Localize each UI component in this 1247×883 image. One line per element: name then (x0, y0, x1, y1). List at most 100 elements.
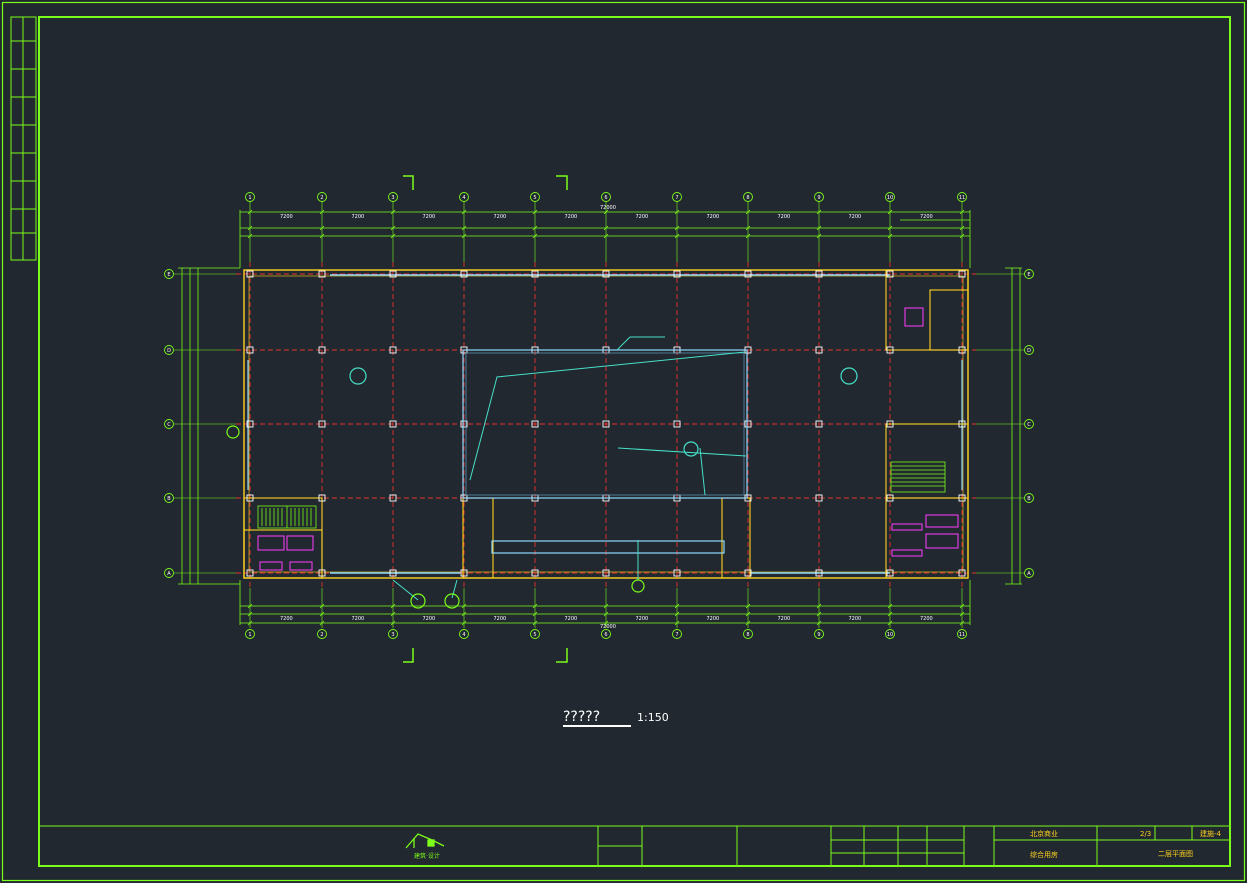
dim-tick-7-3 (674, 603, 680, 609)
dim-tick-8-2 (745, 233, 751, 239)
axis-bottom-1-label: 1 (248, 632, 251, 638)
axis-left-B-label: B (167, 496, 171, 502)
axis-bottom-10-circle (885, 629, 895, 639)
dim-tick-8-0 (745, 209, 751, 215)
column-4-5 (460, 569, 468, 577)
column-2-1 (318, 270, 326, 278)
axis-bottom-4-label: 4 (462, 632, 465, 638)
axis-bottom-4-circle (459, 629, 469, 639)
dim-tick-11-4 (959, 611, 965, 617)
bay-dim-top-6: 7200 (636, 214, 649, 220)
binding-margin-table (10, 16, 37, 261)
dim-tick-3-1 (390, 225, 396, 231)
dim-tick-7-4 (674, 611, 680, 617)
dim-tick-10-0 (887, 209, 893, 215)
dim-tick-6-0 (603, 209, 609, 215)
axis-left-E-circle (164, 269, 174, 279)
dim-tick-8-3 (745, 603, 751, 609)
dim-tick-1-5 (247, 620, 253, 626)
dim-tick-8-5 (745, 620, 751, 626)
dim-tick-9-1 (816, 225, 822, 231)
axis-bottom-8-circle (743, 629, 753, 639)
column-2-3 (318, 420, 326, 428)
project-name: 北京商业 (1030, 829, 1058, 838)
dim-tick-5-1 (532, 225, 538, 231)
dim-tick-1-3 (247, 603, 253, 609)
axis-top-2-label: 2 (320, 195, 323, 201)
drawing-title: ????? (563, 709, 600, 725)
axis-right-D-circle (1024, 345, 1034, 355)
column-7-5 (673, 569, 681, 577)
axis-top-3-label: 3 (391, 195, 394, 201)
column-5-1 (531, 270, 539, 278)
room-toilet-sw (243, 529, 323, 579)
dim-tick-11-2 (959, 233, 965, 239)
bay-dim-top-2: 7200 (352, 214, 365, 220)
bay-dim-bottom-3: 7200 (423, 616, 436, 622)
dim-tick-3-3 (390, 603, 396, 609)
column-4-3 (460, 420, 468, 428)
axis-top-10-circle (885, 192, 895, 202)
column-1-3 (246, 420, 254, 428)
dimension-text-layer: 7200720072007200720072007200720072007200… (247, 209, 965, 626)
axis-bottom-3-circle (388, 629, 398, 639)
column-6-5 (602, 569, 610, 577)
atrium-void (462, 349, 748, 554)
dim-tick-9-3 (816, 603, 822, 609)
bay-dim-bottom-6: 7200 (636, 616, 649, 622)
room-toilet-se (885, 497, 969, 579)
dim-tick-2-3 (319, 603, 325, 609)
axis-left-D-label: D (167, 348, 171, 354)
axis-left-E-label: E (167, 272, 170, 278)
stair-right (890, 461, 946, 493)
dim-tick-2-4 (319, 611, 325, 617)
axis-top-4-label: 4 (462, 195, 465, 201)
axis-bottom-11-label: 11 (959, 632, 965, 638)
axis-top-6-circle (601, 192, 611, 202)
dim-tick-3-4 (390, 611, 396, 617)
axis-bottom-9-label: 9 (817, 632, 820, 638)
bay-dim-top-4: 7200 (494, 214, 507, 220)
column-9-4 (815, 494, 823, 502)
dim-tick-6-2 (603, 233, 609, 239)
dim-tick-3-2 (390, 233, 396, 239)
dim-tick-9-0 (816, 209, 822, 215)
dim-tick-7-1 (674, 225, 680, 231)
column-11-4 (958, 494, 966, 502)
dim-tick-10-2 (887, 233, 893, 239)
overall-dimension-top: 72000 (600, 205, 616, 211)
axis-top-5-label: 5 (533, 195, 536, 201)
axis-bottom-5-circle (530, 629, 540, 639)
axis-top-1-label: 1 (248, 195, 251, 201)
axis-top-10-label: 10 (887, 195, 893, 201)
title-block (39, 825, 1230, 866)
toilet-fixtures (257, 307, 959, 571)
dim-tick-7-0 (674, 209, 680, 215)
bay-dim-bottom-9: 7200 (849, 616, 862, 622)
column-6-1 (602, 270, 610, 278)
dim-tick-11-1 (959, 225, 965, 231)
dim-tick-4-0 (461, 209, 467, 215)
room-ne-small (929, 289, 969, 351)
dim-tick-6-1 (603, 225, 609, 231)
dim-tick-11-5 (959, 620, 965, 626)
sheet-inner-frame (38, 16, 1231, 867)
axis-top-7-label: 7 (675, 195, 678, 201)
axis-top-6-label: 6 (604, 195, 607, 201)
dim-tick-7-5 (674, 620, 680, 626)
stair-left (257, 505, 317, 529)
column-11-1 (958, 270, 966, 278)
bottom-dimension-lines (239, 580, 971, 625)
axis-right-A-label: A (1027, 571, 1031, 577)
axis-top-5-circle (530, 192, 540, 202)
top-dimension-lines (239, 210, 971, 268)
wall-layer (243, 269, 969, 579)
axis-bottom-8-label: 8 (746, 632, 749, 638)
axis-right-E-label: E (1027, 272, 1030, 278)
drawing-scale: 1:150 (637, 711, 669, 724)
column-3-1 (389, 270, 397, 278)
right-dimension-lines (1005, 267, 1022, 585)
left-dimension-lines (178, 267, 240, 585)
